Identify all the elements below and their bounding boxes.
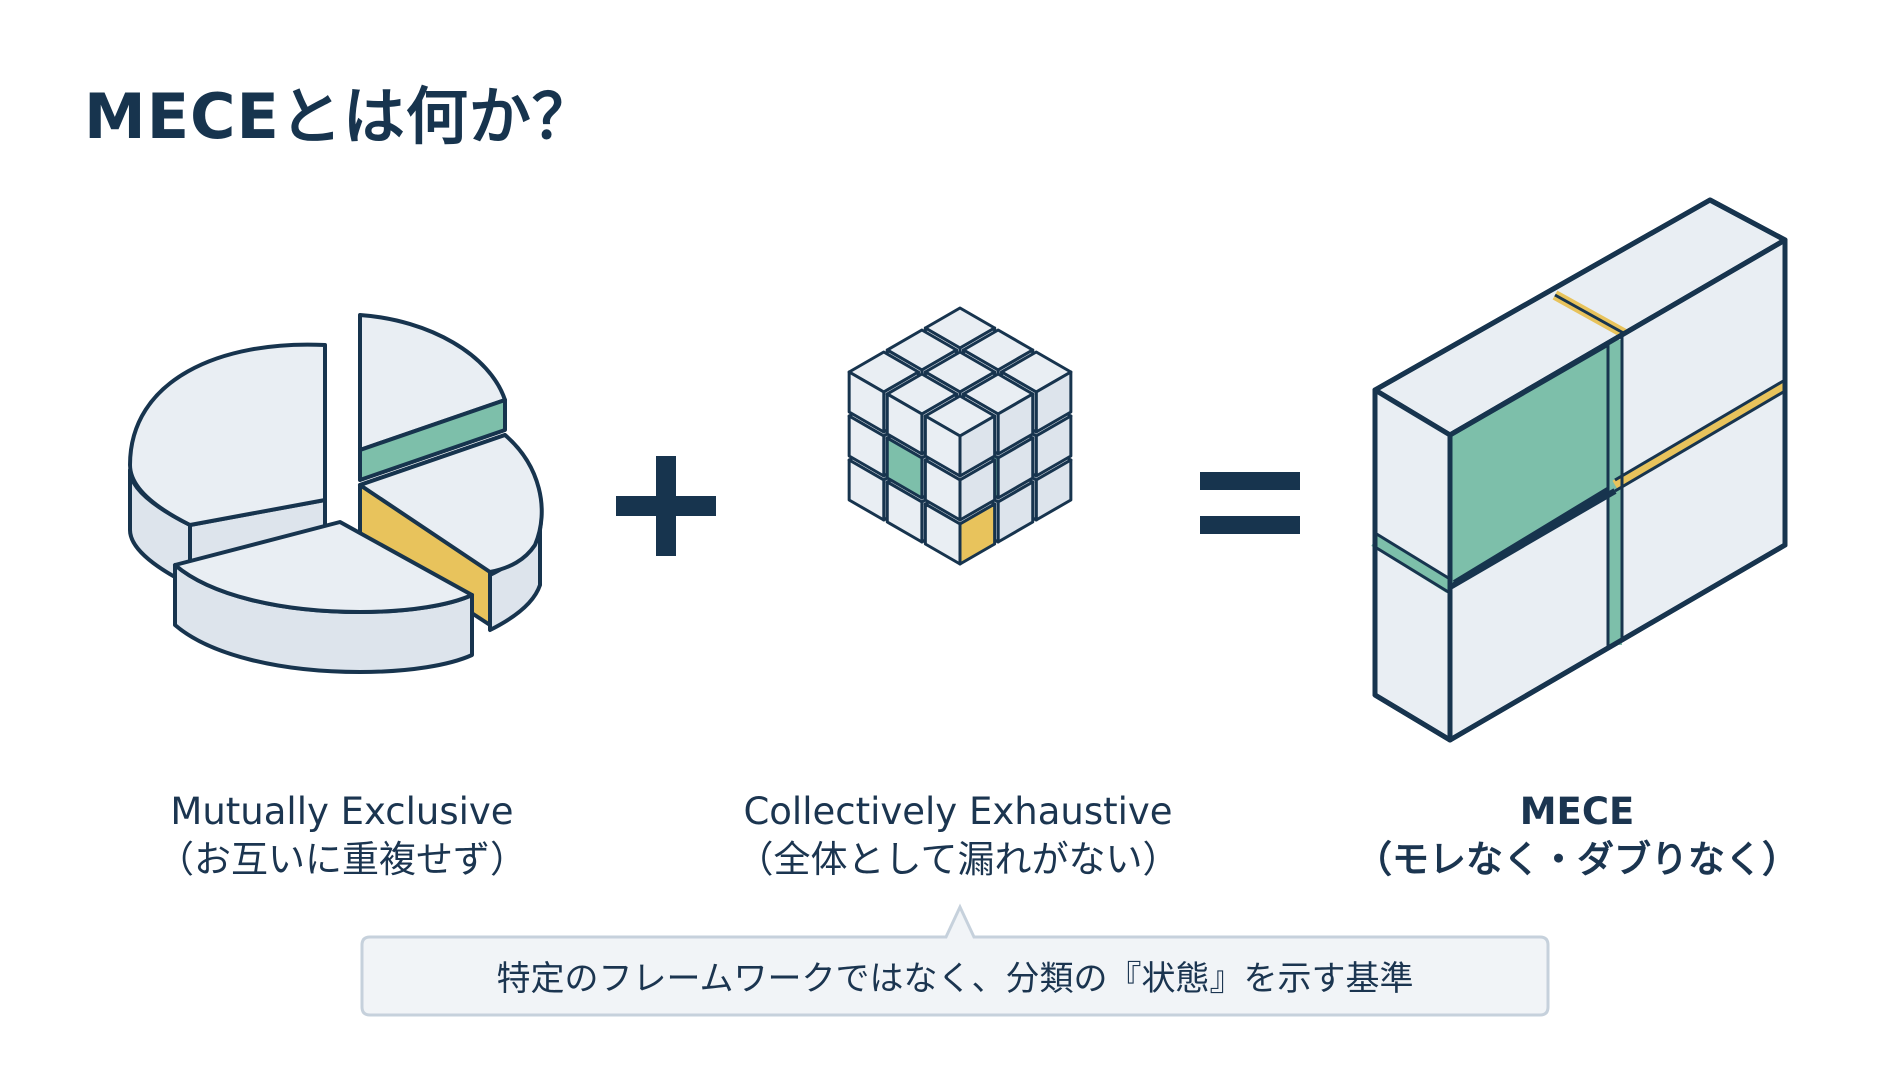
caption-sublabel: （お互いに重複せず） [157, 838, 527, 881]
exploded-pie-icon [128, 313, 544, 674]
caption-label: MECE [1519, 790, 1635, 833]
caption-mutually-exclusive: Mutually Exclusive （お互いに重複せず） [157, 788, 527, 884]
page-title: MECEとは何か？ [84, 80, 595, 153]
definition-callout: 特定のフレームワークではなく、分類の『状態』を示す基準 [358, 903, 1552, 1017]
callout-text: 特定のフレームワークではなく、分類の『状態』を示す基準 [496, 958, 1414, 999]
callout-frame [360, 903, 1550, 1017]
cube-grid-icon [847, 306, 1073, 566]
caption-mece: MECE （モレなく・ダブりなく） [1355, 788, 1799, 884]
equals-icon [1200, 472, 1300, 534]
caption-sublabel: （モレなく・ダブりなく） [1355, 838, 1799, 881]
caption-label: Mutually Exclusive [170, 790, 514, 833]
caption-label: Collectively Exhaustive [743, 790, 1173, 833]
mece-block-icon [1371, 197, 1788, 743]
caption-collectively-exhaustive: Collectively Exhaustive （全体として漏れがない） [737, 788, 1180, 884]
caption-sublabel: （全体として漏れがない） [736, 838, 1180, 881]
plus-icon [616, 456, 716, 556]
